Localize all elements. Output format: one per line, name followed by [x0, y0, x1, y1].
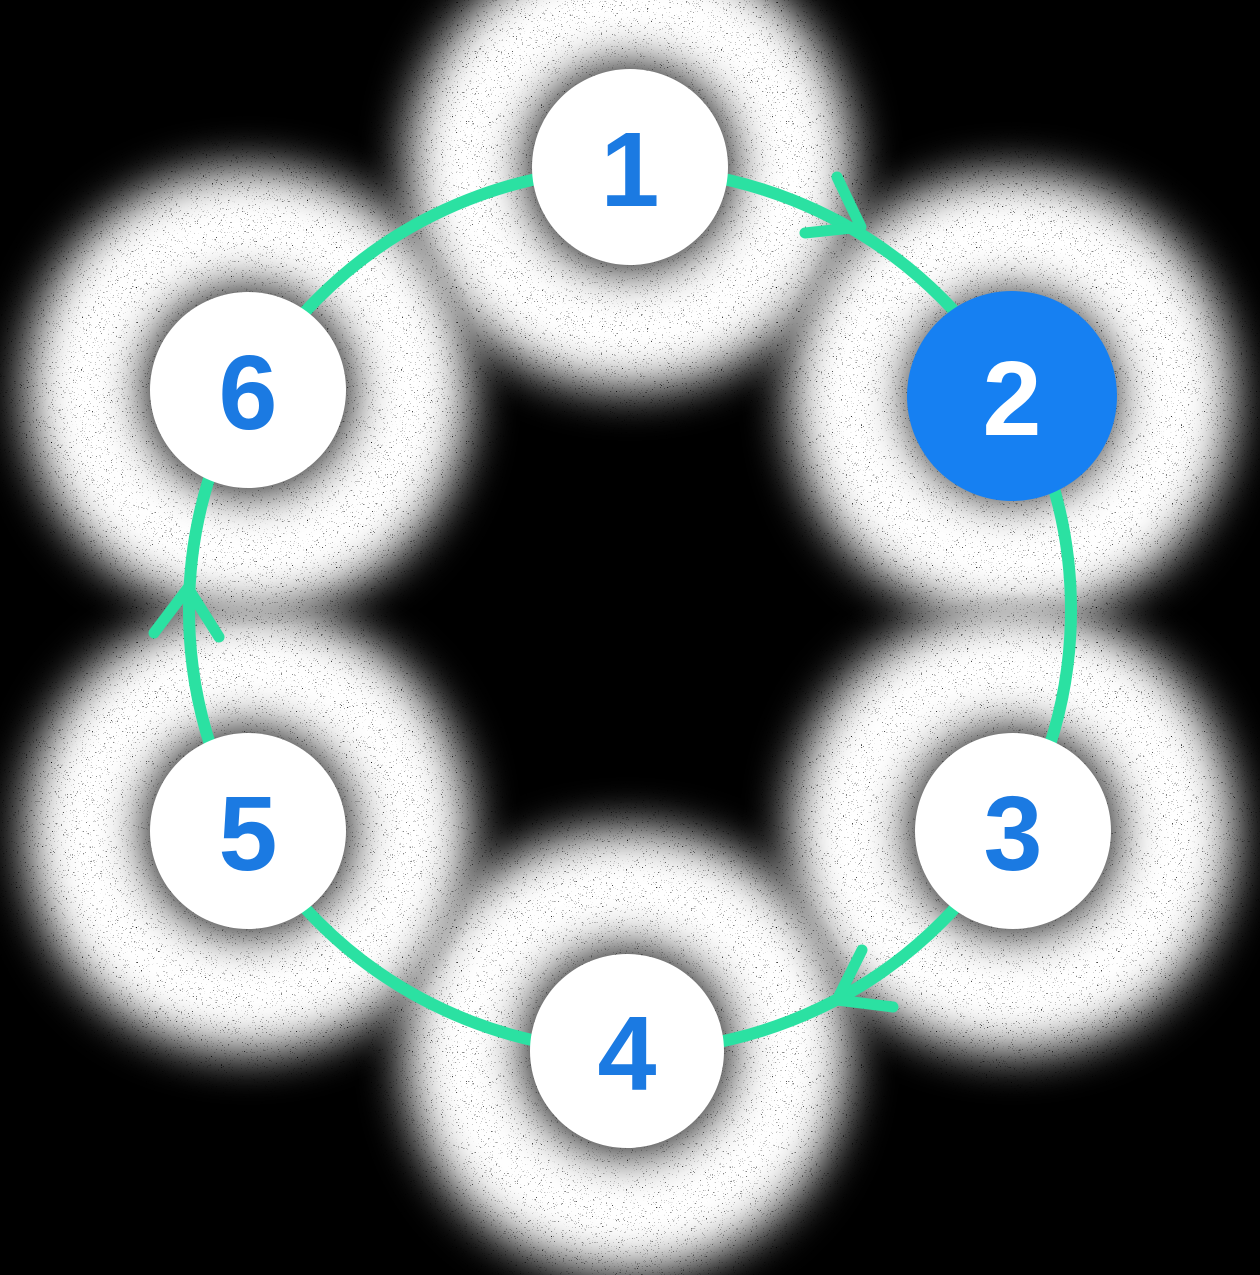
step-number-2: 2	[983, 340, 1042, 458]
spray-texture-layer	[8, 0, 1253, 1275]
step-number-6: 6	[219, 334, 278, 452]
step-number-3: 3	[984, 775, 1043, 893]
step-node-2: 2	[907, 291, 1117, 501]
step-circle-3	[915, 733, 1111, 929]
step-node-5: 5	[150, 733, 346, 929]
step-node-4: 4	[530, 954, 724, 1148]
step-circle-4	[530, 954, 724, 1148]
clockwise-arrowhead-icon-1	[799, 171, 867, 239]
step-number-1: 1	[601, 111, 660, 229]
step-number-4: 4	[598, 995, 657, 1113]
step-node-3: 3	[915, 733, 1111, 929]
step-circle-6	[150, 292, 346, 488]
clockwise-arrowhead-icon-3	[148, 582, 225, 643]
arrowhead-layer	[148, 171, 899, 1013]
step-circle-2-active	[907, 291, 1117, 501]
step-number-5: 5	[219, 775, 278, 893]
step-circle-5	[150, 733, 346, 929]
step-node-1: 1	[532, 69, 728, 265]
step-circle-1	[532, 69, 728, 265]
step-node-6: 6	[150, 292, 346, 488]
clockwise-arrowhead-icon-2	[831, 944, 899, 1013]
